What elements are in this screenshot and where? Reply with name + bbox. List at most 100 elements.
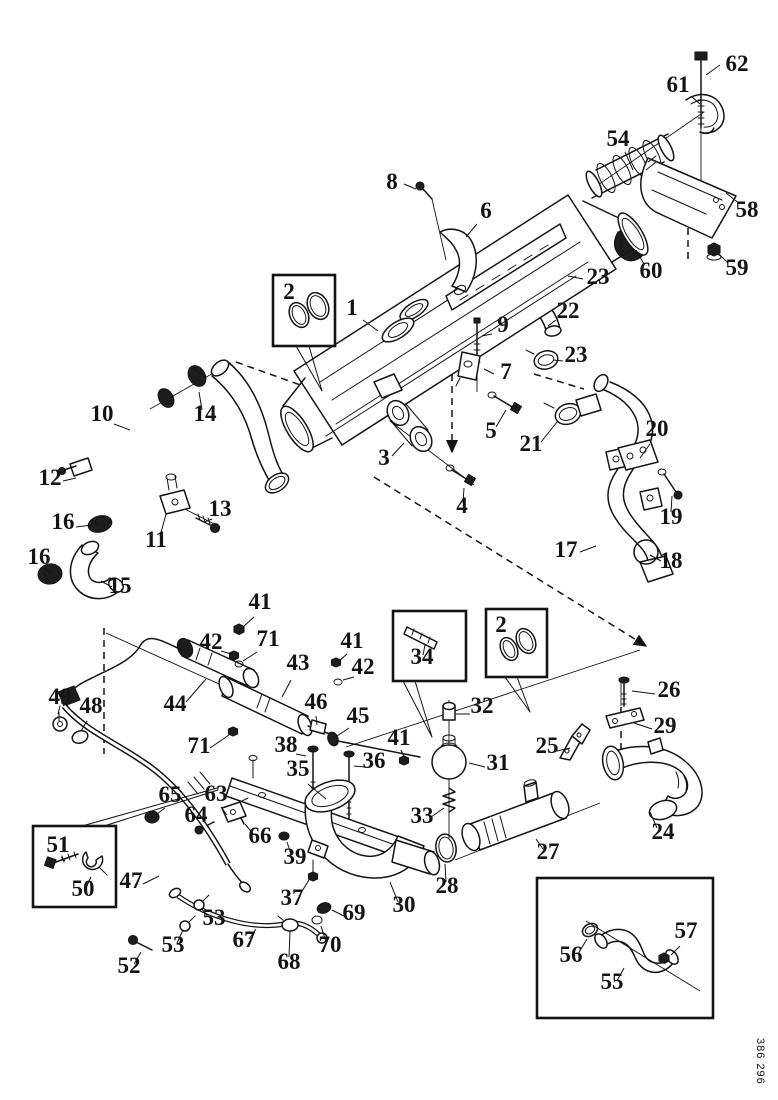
part-label-53: 53 bbox=[162, 932, 185, 957]
box-pointer-wedges bbox=[81, 345, 531, 827]
part-label-28: 28 bbox=[436, 873, 459, 898]
leader-line-41 bbox=[338, 653, 348, 662]
part-label-42: 42 bbox=[200, 629, 223, 654]
part-elbow-30 bbox=[304, 779, 441, 879]
part-clip-53a bbox=[193, 894, 210, 911]
part-label-59: 59 bbox=[726, 255, 749, 280]
leader-line-71 bbox=[242, 651, 258, 662]
part-bolt-19 bbox=[657, 468, 683, 500]
leader-line-62 bbox=[705, 64, 721, 76]
part-bracket-25 bbox=[559, 723, 591, 761]
leader-line-42 bbox=[342, 676, 355, 681]
leader-line-54 bbox=[624, 151, 634, 171]
part-label-15: 15 bbox=[109, 573, 132, 598]
leader-line-51 bbox=[60, 856, 66, 862]
part-label-27: 27 bbox=[537, 839, 560, 864]
leader-line-29 bbox=[633, 722, 653, 730]
part-label-2: 2 bbox=[495, 612, 507, 637]
leader-line-9 bbox=[481, 333, 493, 337]
part-label-1: 1 bbox=[346, 295, 358, 320]
leader-line-52 bbox=[133, 951, 142, 965]
part-label-21: 21 bbox=[520, 431, 543, 456]
leader-line-23 bbox=[552, 359, 564, 362]
leader-line-71 bbox=[209, 734, 230, 749]
part-label-57: 57 bbox=[675, 918, 698, 943]
box-content-o-rings-upper bbox=[288, 291, 330, 329]
part-clamp-21 bbox=[543, 393, 602, 426]
box-content-bracket-55 bbox=[581, 922, 679, 974]
part-bracket-20 bbox=[617, 439, 659, 471]
leader-line-3 bbox=[391, 442, 405, 457]
leader-line-19 bbox=[670, 495, 673, 513]
part-bellows-54 bbox=[585, 133, 675, 199]
leader-line-10 bbox=[113, 423, 131, 431]
part-label-69: 69 bbox=[343, 900, 366, 925]
leader-line-22 bbox=[547, 319, 557, 327]
leader-line-11 bbox=[159, 513, 167, 537]
leader-line-21 bbox=[540, 421, 558, 443]
part-label-39: 39 bbox=[284, 844, 307, 869]
leader-line-35 bbox=[307, 783, 327, 800]
part-label-41: 41 bbox=[341, 628, 364, 653]
part-label-34: 34 bbox=[411, 644, 435, 669]
leader-line-36 bbox=[353, 765, 366, 768]
part-label-24: 24 bbox=[652, 819, 676, 844]
part-bolt-4 bbox=[445, 464, 477, 487]
leader-line-57 bbox=[670, 945, 681, 956]
part-label-55: 55 bbox=[601, 969, 624, 994]
leader-line-43 bbox=[281, 679, 292, 698]
part-label-65: 65 bbox=[159, 782, 182, 807]
part-hose-67 bbox=[168, 887, 328, 944]
part-label-16: 16 bbox=[52, 509, 75, 534]
callout-box-pin-detail-34 bbox=[391, 609, 468, 683]
leader-line-12 bbox=[62, 477, 77, 482]
part-nut-41c bbox=[398, 755, 410, 766]
leader-line-69 bbox=[331, 909, 345, 917]
leader-line-16 bbox=[75, 524, 93, 528]
part-label-2: 2 bbox=[283, 279, 295, 304]
part-label-9: 9 bbox=[497, 312, 509, 337]
part-bushing-14 bbox=[157, 365, 207, 408]
part-label-44: 44 bbox=[164, 691, 188, 716]
box-content-o-rings-lower bbox=[499, 627, 537, 662]
part-label-10: 10 bbox=[91, 401, 114, 426]
leader-line-26 bbox=[631, 690, 656, 695]
part-label-46: 46 bbox=[305, 689, 328, 714]
callout-box-bolt-clamp-50-51 bbox=[31, 824, 118, 909]
part-bolt-26 bbox=[618, 676, 630, 707]
callout-box-o-rings-lower bbox=[484, 607, 549, 679]
part-label-18: 18 bbox=[660, 548, 683, 573]
part-ring-18 bbox=[633, 539, 659, 565]
part-clamp-12 bbox=[57, 457, 93, 477]
leader-line-1 bbox=[362, 319, 379, 332]
part-label-22: 22 bbox=[557, 298, 580, 323]
leader-line-58 bbox=[725, 192, 741, 205]
part-label-50: 50 bbox=[72, 876, 95, 901]
leader-line-64 bbox=[198, 825, 204, 831]
leader-line-44 bbox=[185, 678, 207, 703]
leader-line-34 bbox=[422, 644, 426, 656]
part-label-58: 58 bbox=[736, 197, 759, 222]
part-label-67: 67 bbox=[233, 927, 256, 952]
leader-line-65 bbox=[156, 807, 166, 815]
leader-line-68 bbox=[288, 930, 291, 958]
part-label-8: 8 bbox=[386, 169, 398, 194]
part-bracket-63 bbox=[221, 797, 249, 823]
part-sensor-44 bbox=[57, 637, 260, 715]
part-label-14: 14 bbox=[194, 401, 218, 426]
part-ball-stud-31 bbox=[431, 734, 467, 780]
part-elbow-24 bbox=[601, 737, 703, 821]
part-label-32: 32 bbox=[471, 693, 494, 718]
part-label-23: 23 bbox=[587, 264, 610, 289]
leader-line-45 bbox=[336, 727, 350, 737]
part-label-42: 42 bbox=[352, 654, 375, 679]
leader-line-56 bbox=[577, 938, 588, 955]
leader-line-41 bbox=[400, 749, 405, 758]
part-label-17: 17 bbox=[555, 537, 578, 562]
leader-line-20 bbox=[639, 443, 651, 459]
part-actuator-43 bbox=[218, 675, 421, 758]
leader-line-48 bbox=[80, 720, 88, 732]
part-clamp-28 bbox=[435, 833, 457, 863]
